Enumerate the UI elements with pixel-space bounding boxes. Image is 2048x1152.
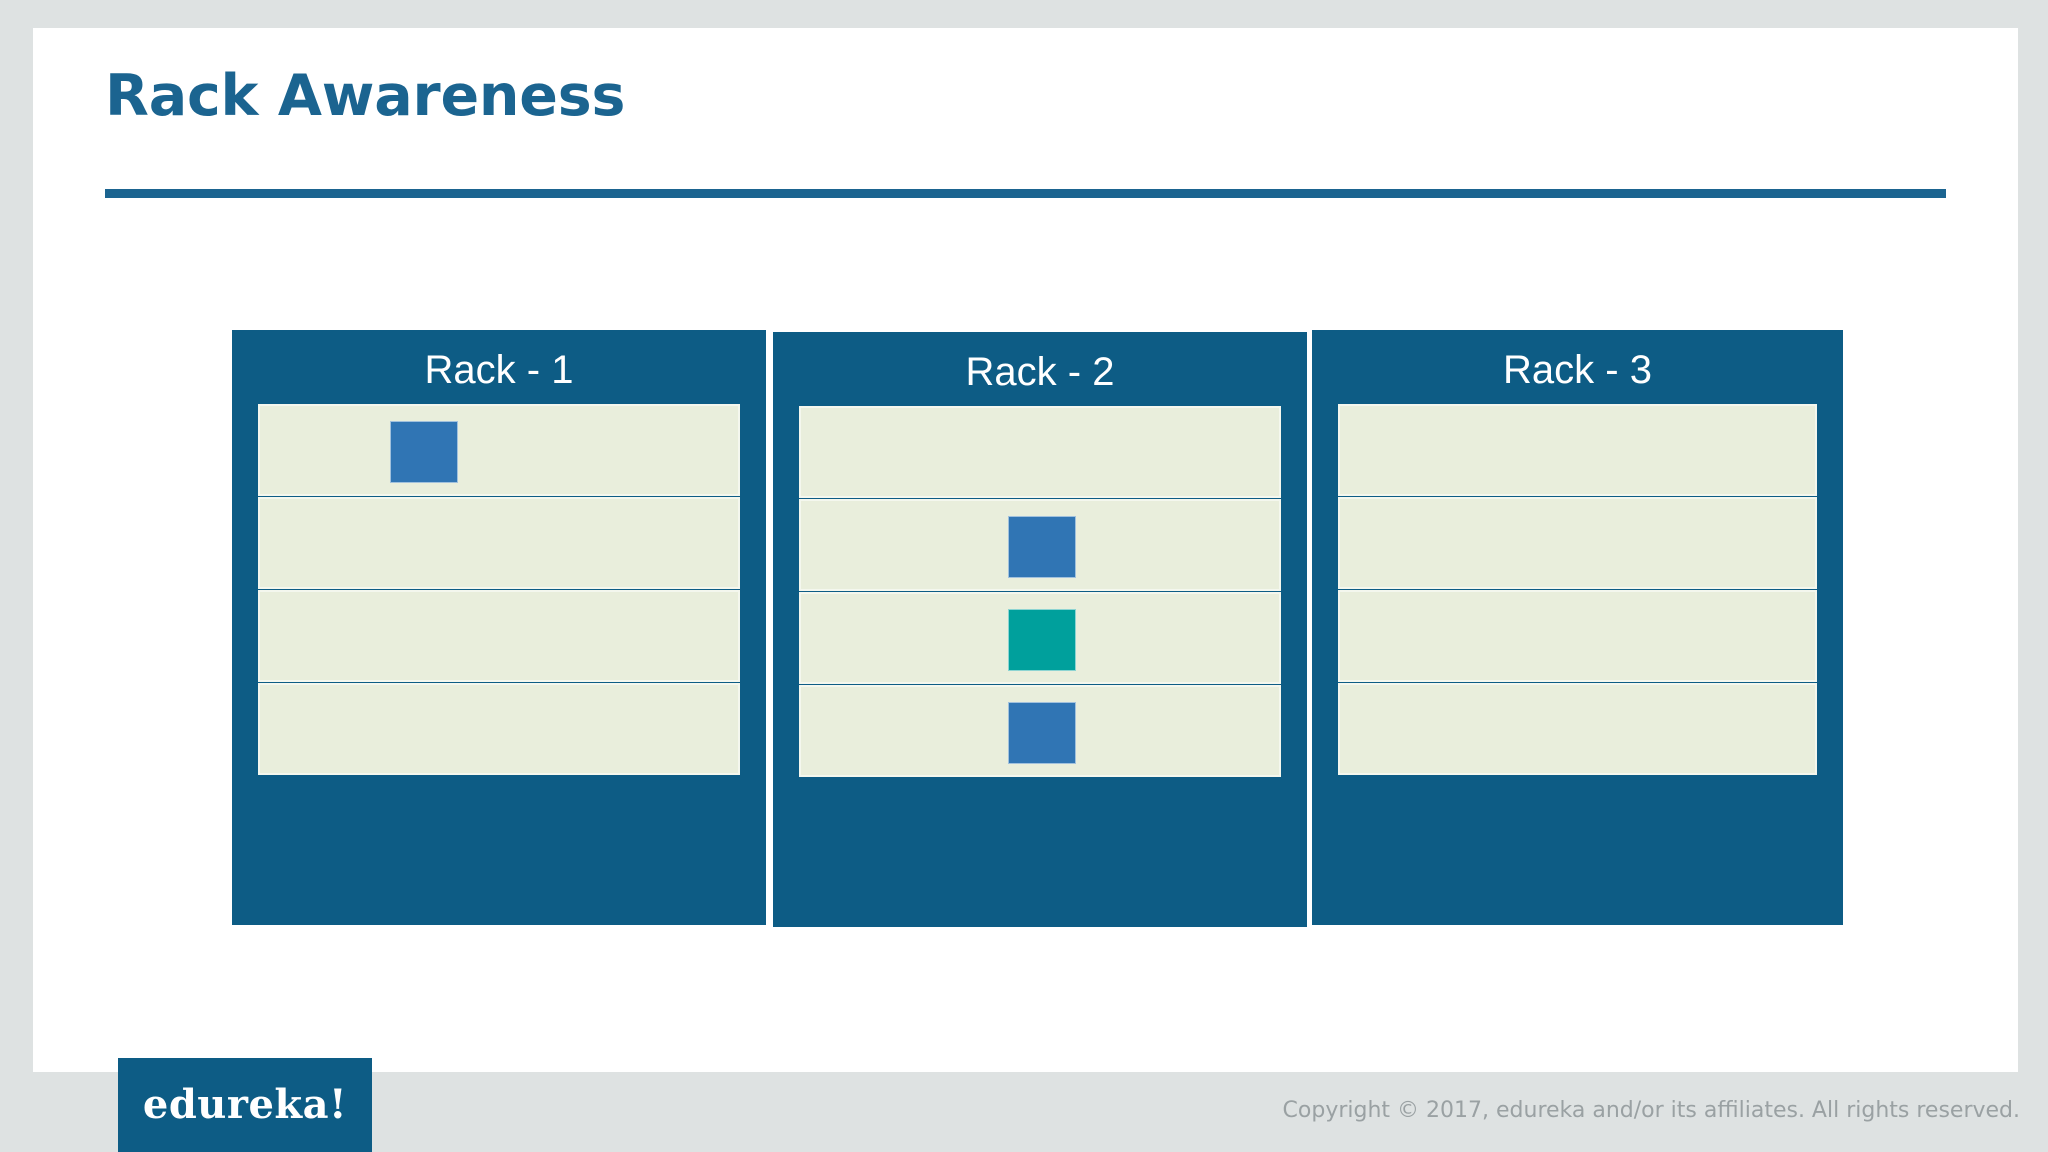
rack-slot[interactable] [799, 685, 1281, 777]
data-block-blue[interactable] [390, 421, 458, 483]
copyright-notice: Copyright © 2017, edureka and/or its aff… [1282, 1098, 2020, 1123]
title-block: Rack Awareness [105, 68, 1955, 125]
rack-slot[interactable] [258, 590, 740, 682]
rack-slot[interactable] [1338, 683, 1817, 775]
rack-diagram: Rack - 1 Rack - 2 Rack - 3 [33, 28, 2018, 1072]
rack-slot[interactable] [799, 592, 1281, 684]
rack-title-2: Rack - 2 [965, 350, 1115, 394]
slide-canvas: Rack Awareness Rack - 1 Rack - 2 [33, 28, 2018, 1072]
rack-slot[interactable] [258, 683, 740, 775]
rack-slot[interactable] [1338, 590, 1817, 682]
rack-container-3[interactable]: Rack - 3 [1312, 330, 1843, 925]
rack-container-2[interactable]: Rack - 2 [773, 332, 1307, 927]
page-title: Rack Awareness [105, 63, 626, 129]
rack-slot[interactable] [799, 406, 1281, 498]
rack-slot[interactable] [258, 497, 740, 589]
rack-container-1[interactable]: Rack - 1 [232, 330, 766, 925]
rack-slot[interactable] [258, 404, 740, 496]
edureka-logo-text: edureka! [142, 1081, 348, 1128]
title-underline-rule [105, 189, 1946, 198]
rack-title-1: Rack - 1 [424, 348, 574, 392]
data-block-blue[interactable] [1008, 702, 1076, 764]
edureka-logo[interactable]: edureka! [118, 1058, 372, 1152]
rack-slot[interactable] [799, 499, 1281, 591]
rack-slot[interactable] [1338, 404, 1817, 496]
data-block-blue[interactable] [1008, 516, 1076, 578]
data-block-teal[interactable] [1008, 609, 1076, 671]
rack-slot[interactable] [1338, 497, 1817, 589]
rack-title-3: Rack - 3 [1503, 348, 1652, 392]
